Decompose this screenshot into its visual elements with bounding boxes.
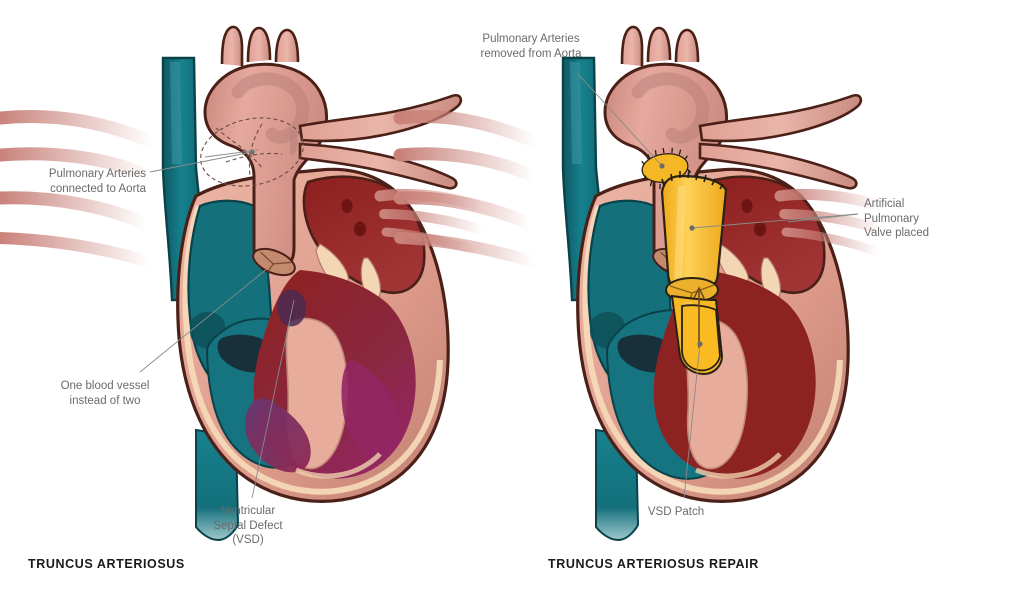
flow-arrow-conduit — [693, 286, 705, 348]
leader-pa-connected — [149, 151, 253, 173]
leader-one-vessel — [139, 267, 269, 373]
right-pulmonary-artery-repair — [698, 142, 858, 190]
pa-attachment-marker — [200, 117, 304, 187]
right-faded-branches — [774, 188, 887, 257]
aortic-arch-branches — [220, 25, 300, 66]
callout-artificial-pulmonary-valve: Artificial Pulmonary Valve placed — [864, 198, 929, 239]
callout-vsd-patch: VSD Patch — [647, 506, 705, 518]
left-pulmonary-artery-repair — [698, 94, 863, 143]
vsd-patch — [681, 304, 721, 372]
left-pulmonary-artery — [298, 94, 463, 143]
leader-valve — [691, 213, 859, 229]
left-panel-art — [0, 25, 487, 542]
right-pulmonary-artery — [298, 142, 458, 190]
callout-leader-lines — [139, 73, 859, 499]
pulmonary-vein-ostium-2 — [354, 221, 366, 237]
pulmonary-vein-ostium-1 — [341, 199, 353, 213]
leader-vsd-patch — [683, 343, 701, 499]
left-pulmonary-veins — [0, 109, 159, 268]
callout-pulmonary-arteries-removed: Pulmonary Arteries removed from Aorta — [480, 33, 582, 60]
panel-caption-truncus-arteriosus-repair: TRUNCUS ARTERIOSUS REPAIR — [548, 557, 759, 571]
right-panel-art — [393, 25, 887, 542]
callout-pulmonary-arteries-connected: Pulmonary Arteries connected to Aorta — [48, 168, 146, 195]
callout-ventricular-septal-defect: Ventricular Septal Defect (VSD) — [213, 505, 283, 546]
ventricular-septal-defect-opening — [277, 289, 306, 327]
conduit-proximal-sutures — [661, 170, 724, 190]
leader-vsd — [251, 299, 295, 499]
aortic-arch-branches-repair — [620, 25, 700, 66]
leader-pa-removed — [577, 73, 663, 167]
right-pulmonary-veins — [393, 109, 543, 268]
callout-one-blood-vessel: One blood vessel instead of two — [60, 380, 150, 407]
panel-caption-truncus-arteriosus: TRUNCUS ARTERIOSUS — [28, 557, 185, 571]
